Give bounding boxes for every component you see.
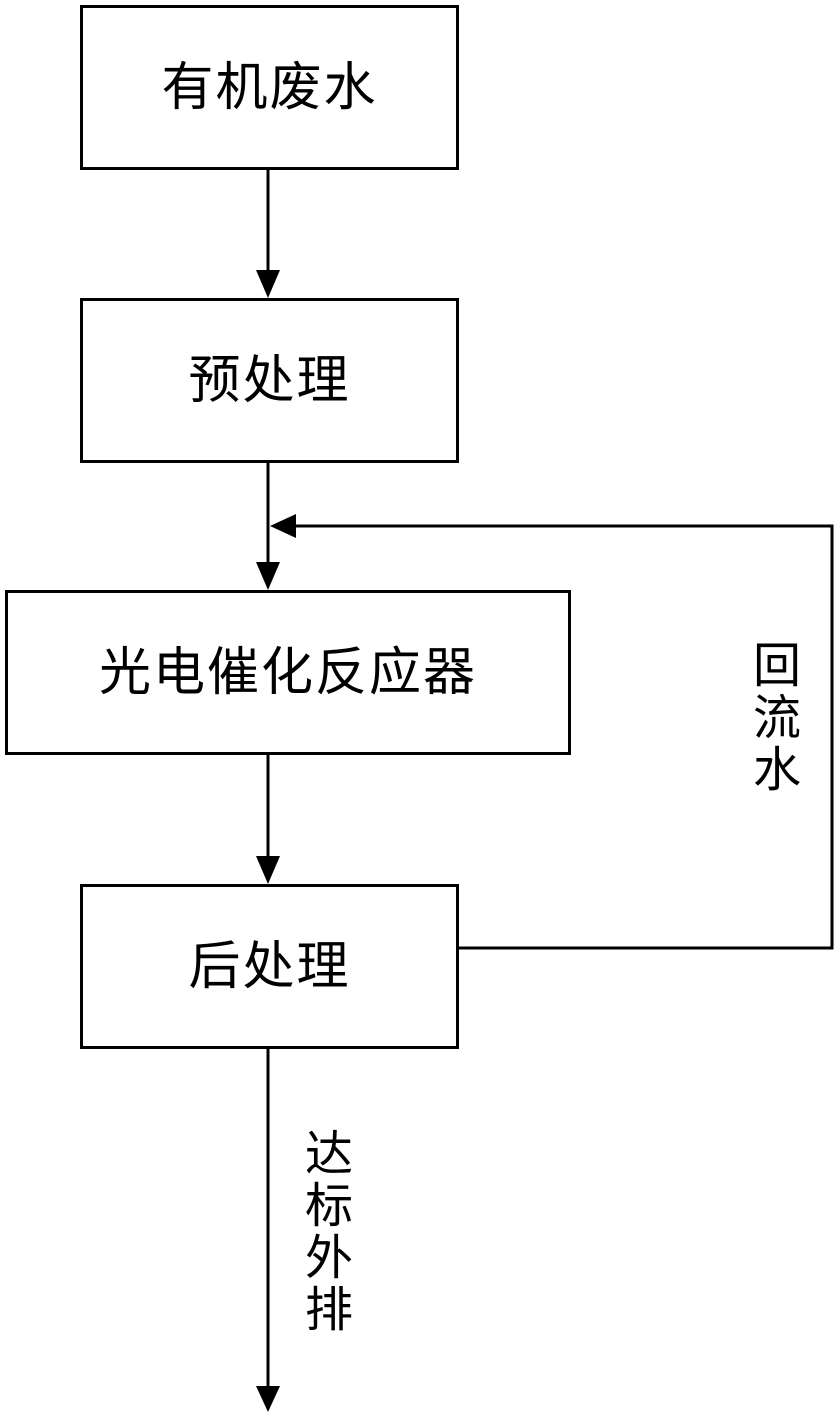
edge-label-discharge: 达标外排 xyxy=(296,1128,352,1336)
node-photoelectrocatalytic-reactor: 光电催化反应器 xyxy=(5,590,571,755)
node-organic-wastewater: 有机废水 xyxy=(80,5,459,170)
arrowhead-down-icon xyxy=(256,562,280,590)
node-pretreatment: 预处理 xyxy=(80,298,459,463)
arrowhead-down-icon xyxy=(256,856,280,884)
edge-reflux-loop xyxy=(294,524,834,950)
edge-label-reflux-water: 回流水 xyxy=(744,640,800,796)
arrowhead-down-icon xyxy=(256,270,280,298)
node-posttreatment-label: 后处理 xyxy=(188,936,351,997)
node-organic-wastewater-label: 有机废水 xyxy=(161,57,378,118)
node-pretreatment-label: 预处理 xyxy=(188,350,351,411)
node-posttreatment: 后处理 xyxy=(80,884,459,1049)
node-photoelectrocatalytic-reactor-label: 光电催化反应器 xyxy=(98,642,477,703)
arrowhead-left-icon xyxy=(270,514,296,538)
arrowhead-down-icon xyxy=(256,1386,280,1412)
